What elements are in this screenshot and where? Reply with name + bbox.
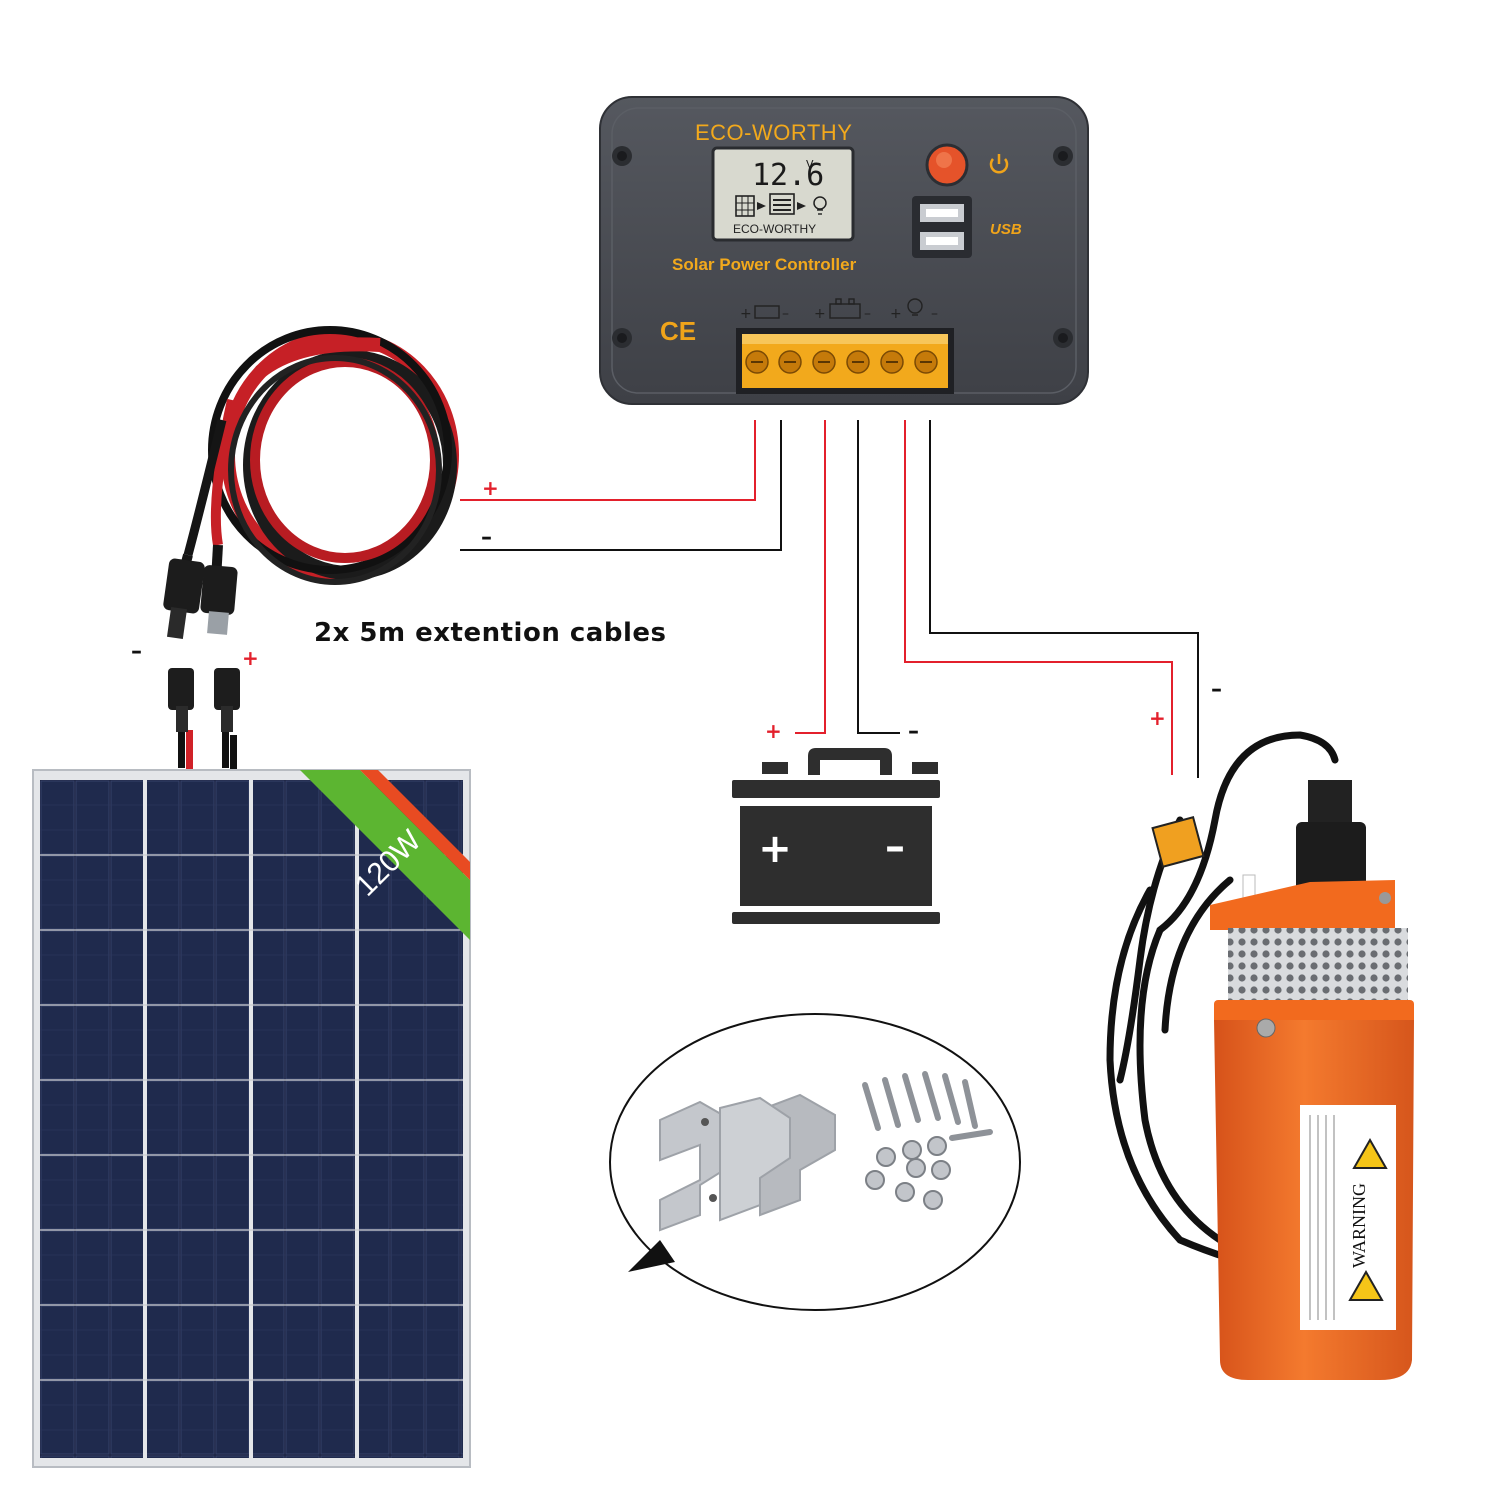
bolts: [862, 1071, 993, 1141]
pump-positive-wire: [904, 420, 1173, 775]
usb-label: USB: [990, 221, 1022, 238]
solar-panel: [32, 769, 471, 1468]
battery-plus-sign: +: [765, 719, 782, 743]
pump-negative-wire: [929, 420, 1199, 778]
lcd-flow-icons: [735, 193, 827, 217]
lcd-voltage: 12.6: [752, 158, 824, 193]
power-icon: [989, 154, 1009, 174]
cable-caption: 2x 5m extention cables: [314, 618, 667, 648]
battery-minus-sign: –: [908, 719, 919, 744]
mc4-connectors-coil: [163, 558, 238, 639]
panel-plus-sign: +: [242, 646, 259, 670]
wattage-badge: [300, 770, 470, 940]
svg-text:+: +: [740, 306, 752, 322]
extension-cables-coil: [179, 326, 459, 585]
battery-negative-wire: [857, 420, 900, 734]
lcd-brand: ECO-WORTHY: [733, 222, 816, 236]
svg-text:+: +: [890, 306, 902, 322]
battery: [732, 748, 940, 924]
charge-controller: + – + – + –: [599, 96, 1089, 405]
panel-positive-wire: [460, 420, 756, 501]
svg-text:+: +: [814, 306, 826, 322]
pump-minus-sign: –: [1211, 677, 1222, 702]
pump-warning-label: WARNING: [1349, 1183, 1369, 1268]
battery-minus-terminal: –: [885, 824, 905, 870]
usb-ports: [912, 196, 972, 258]
lcd-unit: V: [806, 158, 814, 171]
controller-brand: ECO-WORTHY: [695, 120, 852, 145]
ce-mark: CE: [660, 316, 696, 346]
svg-text:–: –: [864, 306, 871, 322]
svg-text:–: –: [931, 306, 938, 322]
z-brackets: [659, 1093, 836, 1232]
terminal-legend: + – + – + –: [740, 298, 938, 322]
controller-product-name: Solar Power Controller: [672, 255, 857, 274]
panel-minus-sign: –: [131, 639, 142, 664]
panel-negative-wire: [460, 420, 782, 551]
cable-plus-sign: +: [482, 476, 499, 500]
nuts: [865, 1136, 951, 1210]
terminal-block: [736, 328, 954, 394]
panel-mc4-connectors: [168, 668, 240, 770]
cable-minus-sign: –: [481, 525, 492, 550]
battery-positive-wire: [795, 420, 826, 734]
mounting-kit-bubble: [609, 1013, 1021, 1311]
pump-plus-sign: +: [1149, 706, 1166, 730]
svg-text:–: –: [782, 306, 789, 322]
battery-plus-terminal: +: [758, 826, 792, 872]
submersible-pump: [1106, 731, 1414, 1380]
wires: [460, 420, 1199, 778]
